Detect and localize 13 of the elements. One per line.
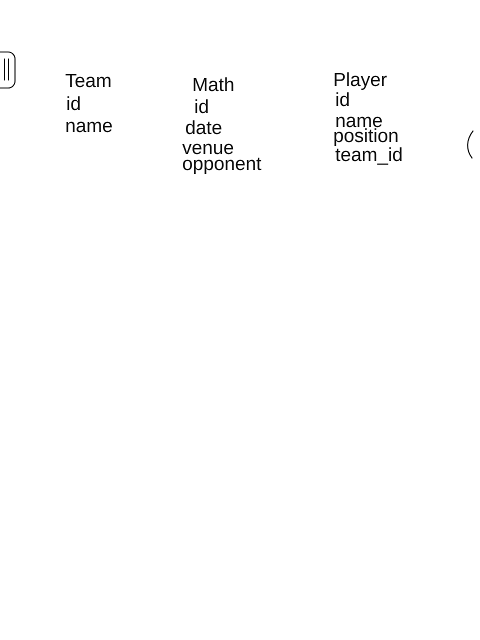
field-name: name xyxy=(336,116,382,128)
entity-name: Math xyxy=(194,77,234,92)
field-name: id xyxy=(195,99,208,114)
field-name: id xyxy=(336,92,349,106)
entity-name: Team xyxy=(66,74,110,88)
field-name: name xyxy=(66,122,112,132)
field-name: venue xyxy=(182,144,234,154)
field-name: opponent xyxy=(183,158,262,174)
entity-name: Player xyxy=(334,72,387,90)
field-name: date xyxy=(186,120,222,134)
field-name: id xyxy=(67,96,80,110)
field-name: team_id xyxy=(335,147,402,165)
field-name: position xyxy=(334,128,398,146)
